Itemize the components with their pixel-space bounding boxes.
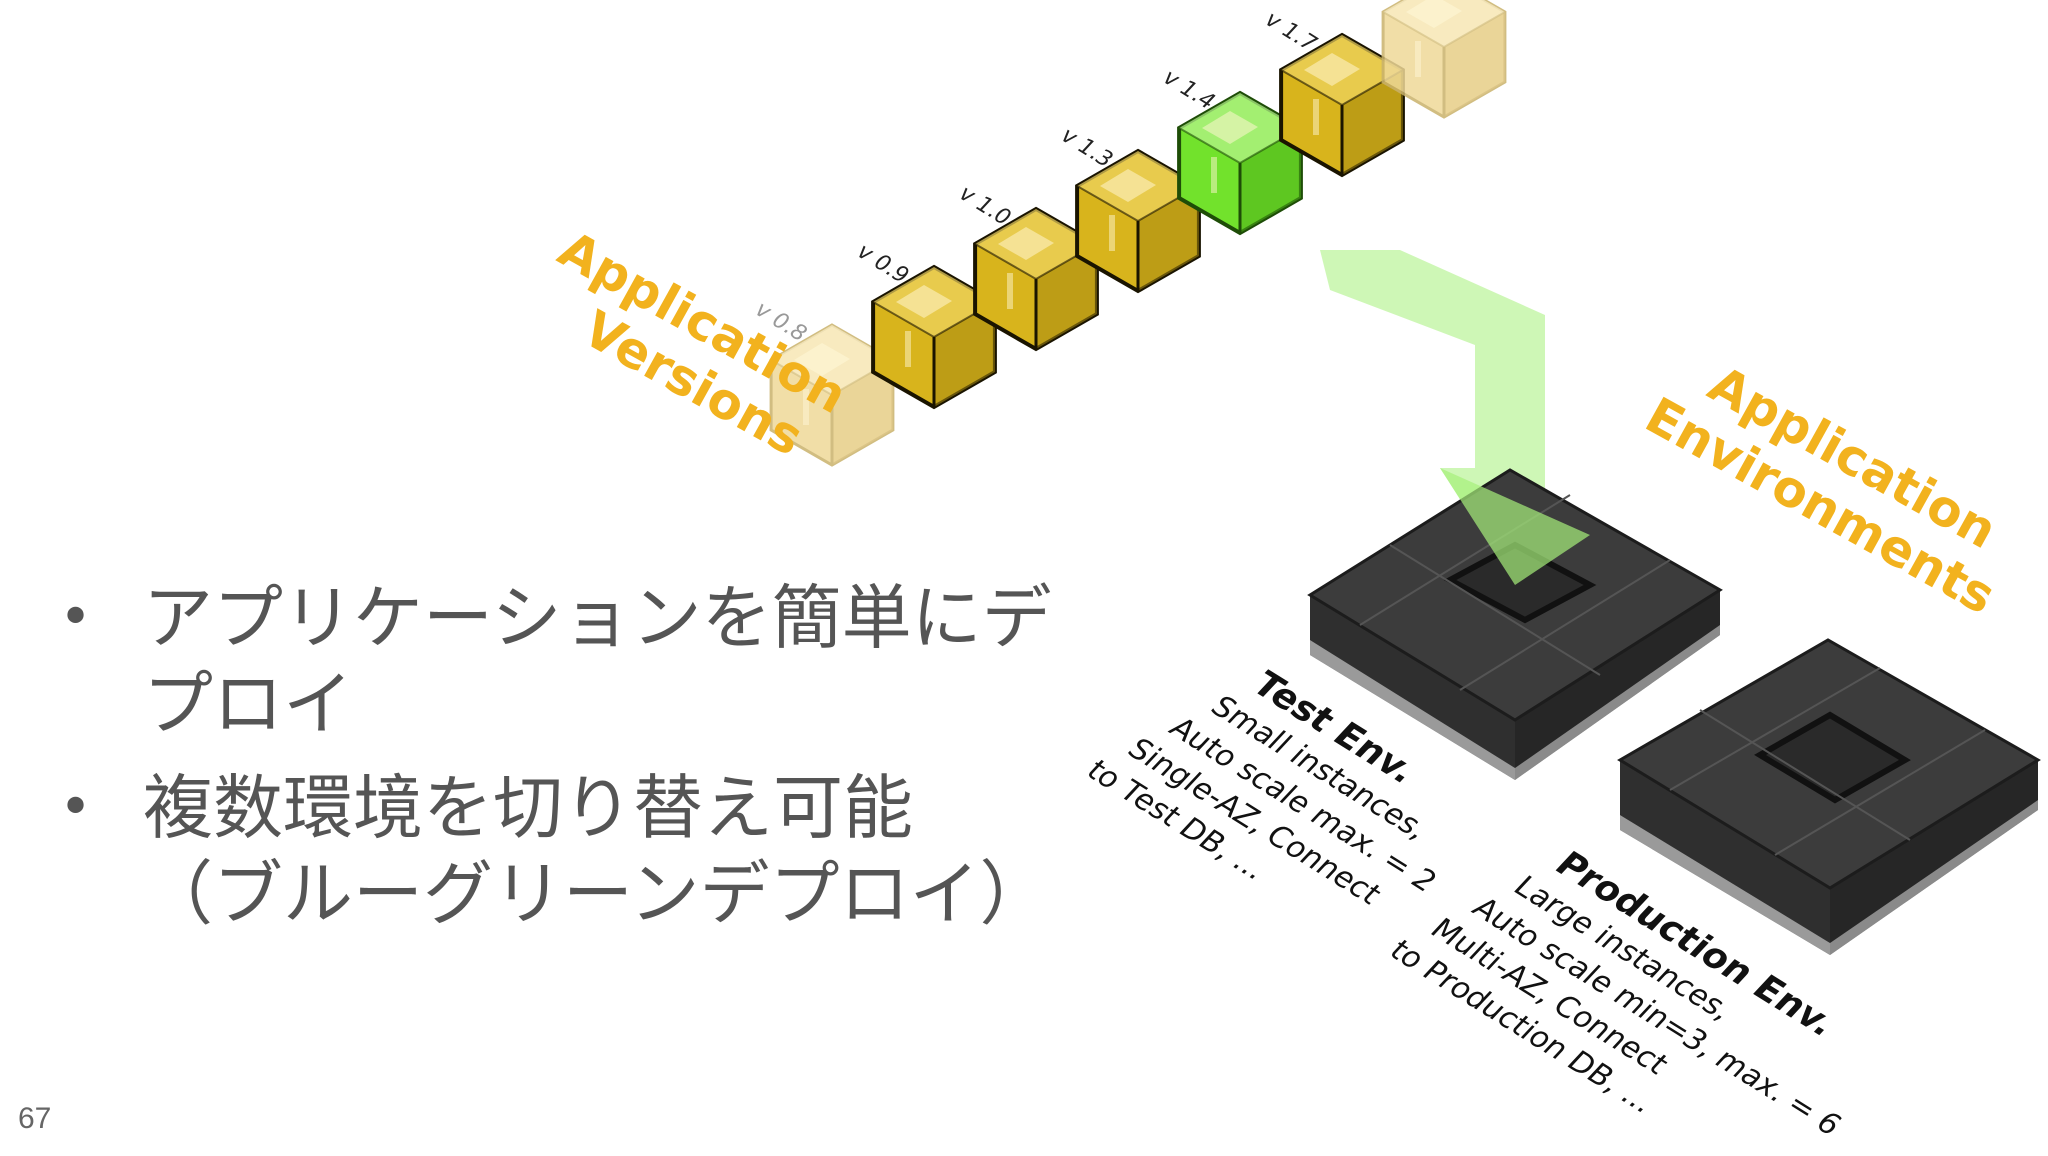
bullet-item: • アプリケーションを簡単にデ プロイ <box>55 575 1135 747</box>
version-box <box>769 323 895 467</box>
version-label: v 1.3 <box>1057 123 1117 173</box>
version-box <box>1279 32 1405 178</box>
version-boxes: v 0.8v 0.9v 1.0v 1.3v 1.4v 1.7v 1.8 <box>751 0 1507 467</box>
version-box <box>1381 0 1507 119</box>
version-label: v 1.0 <box>955 181 1015 231</box>
production-env-block <box>1617 638 2041 955</box>
version-box <box>973 206 1099 352</box>
test-env-block <box>1307 468 1723 780</box>
bullet-dot: • <box>59 775 93 840</box>
bullet-dot: • <box>59 585 93 650</box>
version-box <box>871 264 997 410</box>
bullet-line: （ブルーグリーンデプロイ） <box>143 853 1050 935</box>
version-label: v 1.4 <box>1159 65 1219 115</box>
bullet-line: アプリケーションを簡単にデ <box>143 577 1052 659</box>
version-label: v 1.7 <box>1261 7 1321 57</box>
bullet-item: • 複数環境を切り替え可能 （ブルーグリーンデプロイ） <box>55 765 1135 937</box>
bullet-line: 複数環境を切り替え可能 <box>143 767 913 849</box>
page-number: 67 <box>18 1102 52 1135</box>
version-label: v 0.9 <box>853 239 913 289</box>
production-env-description: Production Env. Large instances, Auto sc… <box>1385 843 1846 1144</box>
bullet-list: • アプリケーションを簡単にデ プロイ • 複数環境を切り替え可能 （ブルーグリ… <box>55 575 1135 955</box>
deploy-arrow-tip <box>1440 468 1590 585</box>
version-box <box>1075 148 1201 294</box>
bullet-line: プロイ <box>143 663 353 745</box>
version-box <box>1177 90 1303 236</box>
